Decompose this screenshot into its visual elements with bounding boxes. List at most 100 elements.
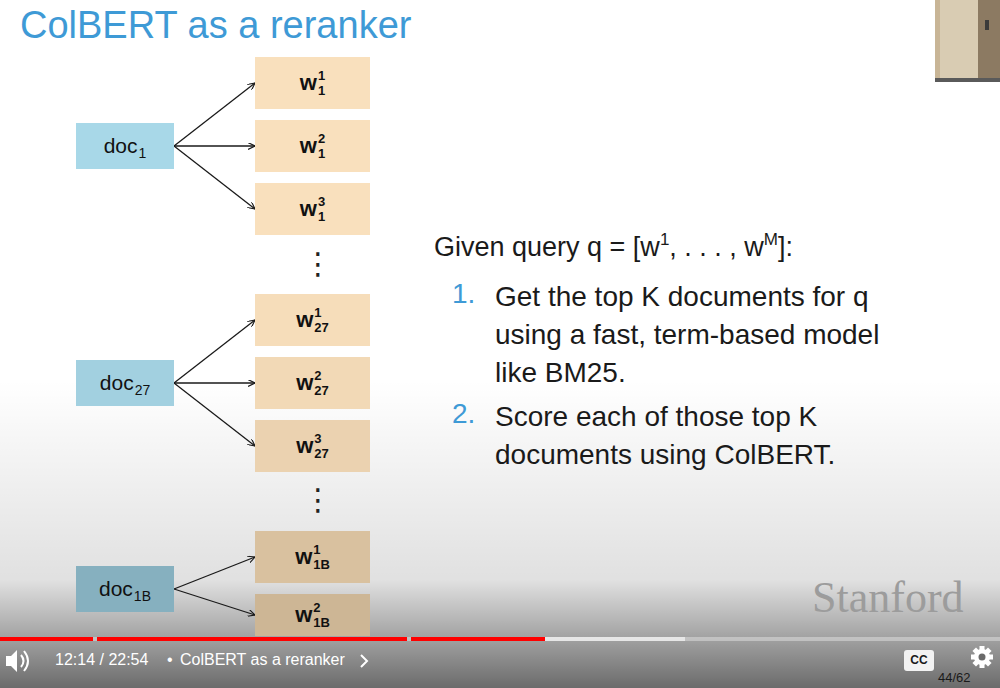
token-subscript: 27 [314, 320, 328, 335]
index-stack: 21B [313, 600, 330, 630]
token-box: w21 [255, 120, 370, 172]
arrow-connector [174, 382, 255, 383]
token-box: w31 [255, 183, 370, 235]
chapter-title: ColBERT as a reranker [180, 651, 345, 669]
node-text: w11B [295, 542, 330, 572]
slide-number: 44/62 [938, 670, 971, 685]
progress-track [0, 637, 1000, 641]
progress-played [411, 637, 545, 641]
doc-subscript: 1B [134, 588, 151, 604]
token-subscript: 1 [318, 146, 325, 161]
gear-tooth [972, 647, 991, 666]
arrow-connector [174, 146, 255, 209]
gear-hole [979, 654, 986, 661]
token-subscript: 1 [318, 83, 325, 98]
gear-tooth [972, 647, 991, 666]
token-subscript: 1B [313, 557, 330, 572]
node-text: doc1 [104, 134, 147, 158]
node-text: w127 [296, 305, 329, 335]
arrow-connector [174, 589, 255, 615]
token-subscript: 27 [314, 383, 328, 398]
query-superscript: M [764, 230, 778, 249]
token-symbol: w [300, 133, 317, 159]
node-text: w227 [296, 368, 329, 398]
document-box: doc27 [76, 360, 174, 406]
token-superscript: 3 [318, 194, 325, 209]
settings-gear [971, 646, 993, 668]
index-stack: 21 [318, 131, 325, 161]
token-superscript: 3 [314, 431, 328, 446]
thumbnail-wall [940, 0, 978, 78]
list-item: Get the top K documents for q using a fa… [495, 278, 920, 392]
arrow-connector [174, 320, 255, 383]
doc-name: doc [104, 134, 138, 158]
captions-label: CC [904, 653, 934, 667]
node-text: doc27 [100, 371, 150, 395]
arrow-connector [174, 145, 255, 146]
arrow-connector [174, 557, 255, 589]
document-box: doc1B [76, 566, 174, 612]
thumbnail-edge [935, 78, 1000, 82]
list-number: 2. [452, 398, 475, 430]
token-superscript: 2 [318, 131, 325, 146]
query-superscript: 1 [660, 230, 669, 249]
list-item: Score each of those top K documents usin… [495, 398, 920, 474]
token-superscript: 1 [313, 542, 330, 557]
thumbnail-handle [985, 20, 989, 30]
separator-dot: • [167, 651, 173, 669]
token-subscript: 1 [318, 209, 325, 224]
index-stack: 11B [313, 542, 330, 572]
token-box: w327 [255, 420, 370, 472]
arrow-connector [174, 383, 255, 446]
doc-subscript: 1 [139, 145, 147, 161]
token-box: w127 [255, 294, 370, 346]
node-text: doc1B [99, 577, 151, 601]
node-text: w21 [300, 131, 325, 161]
token-symbol: w [296, 307, 313, 333]
doc-name: doc [99, 577, 133, 601]
token-box: w227 [255, 357, 370, 409]
token-symbol: w [296, 433, 313, 459]
video-time: 12:14 / 22:54 [55, 651, 148, 669]
list-number: 1. [452, 278, 475, 310]
token-superscript: 1 [314, 305, 328, 320]
index-stack: 127 [314, 305, 328, 335]
token-box: w11B [255, 531, 370, 583]
doc-name: doc [100, 371, 134, 395]
volume-icon [6, 650, 17, 672]
token-subscript: 1B [313, 615, 330, 630]
thumbnail-frame [935, 0, 1000, 82]
document-box: doc1 [76, 123, 174, 169]
progress-played [0, 637, 93, 641]
query-text: ]: [778, 232, 793, 262]
token-superscript: 1 [318, 68, 325, 83]
token-box: w21B [255, 594, 370, 636]
node-text: w11 [300, 68, 325, 98]
token-symbol: w [295, 544, 312, 570]
gear-body [974, 649, 990, 665]
volume-wave [21, 655, 24, 667]
token-subscript: 27 [314, 446, 328, 461]
token-symbol: w [300, 196, 317, 222]
gear-tooth [971, 655, 993, 660]
doc-subscript: 27 [135, 382, 151, 398]
query-text: Given query q = [w [434, 232, 660, 262]
slide-title: ColBERT as a reranker [20, 4, 411, 47]
index-stack: 327 [314, 431, 328, 461]
index-stack: 31 [318, 194, 325, 224]
token-superscript: 2 [313, 600, 330, 615]
token-symbol: w [296, 370, 313, 396]
presenter-thumbnail [935, 0, 1000, 82]
progress-played [97, 637, 407, 641]
node-text: w327 [296, 431, 329, 461]
chapter-chevron [361, 655, 367, 667]
token-box: w11 [255, 57, 370, 109]
node-text: w21B [295, 600, 330, 630]
progress-buffer [545, 637, 685, 641]
player-shade [0, 380, 1000, 688]
volume-wave [24, 651, 28, 671]
captions-button [904, 650, 934, 671]
ellipsis-dots: ⋮ [303, 246, 333, 281]
ellipsis-dots: ⋮ [303, 482, 333, 517]
token-symbol: w [295, 602, 312, 628]
